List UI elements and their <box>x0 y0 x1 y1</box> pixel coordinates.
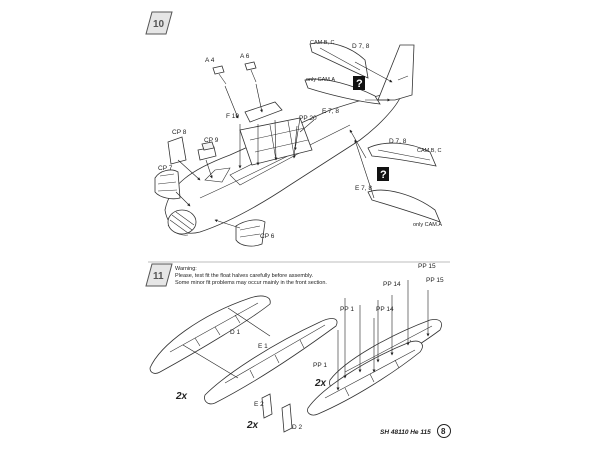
label-cp9: CP 9 <box>204 137 219 144</box>
step-10-arrows <box>175 61 393 229</box>
label-pp15-a: PP 15 <box>418 263 436 270</box>
label-e78-right: E 7, 8 <box>355 185 372 192</box>
step-11-arrows <box>182 280 430 391</box>
part-cp7 <box>154 169 181 200</box>
label-a6: A 6 <box>240 53 250 60</box>
elevator-right <box>367 189 441 223</box>
label-cp8: CP 8 <box>172 129 187 136</box>
part-cp9 <box>197 141 217 161</box>
label-cp6: CP 6 <box>260 233 275 240</box>
step-11: 11 Warning: Please, test fit the float h… <box>145 263 444 433</box>
label-only-cam-a-right: only CAM.A <box>413 222 442 228</box>
label-e78-top: E 7, 8 <box>322 108 339 115</box>
label-d78-right: D 7, 8 <box>389 138 407 145</box>
stabilizer-top <box>309 42 369 79</box>
label-only-cam-a-top: only CAM.A <box>306 77 335 83</box>
label-2x-left: 2x <box>175 391 188 402</box>
label-a4: A 4 <box>205 57 215 64</box>
part-a6 <box>244 61 257 83</box>
svg-text:?: ? <box>380 169 387 181</box>
part-cp8 <box>167 136 187 165</box>
part-d2 <box>281 403 293 433</box>
step-10: 10 <box>145 11 442 247</box>
float-half-lower-left <box>204 318 338 405</box>
question-mark-top: ? <box>353 76 365 90</box>
label-pp1-a: PP 1 <box>340 306 354 313</box>
float-half-upper-left <box>149 295 271 374</box>
label-cp7: CP 7 <box>158 165 173 172</box>
label-d2: D 2 <box>292 424 303 431</box>
label-d1: D 1 <box>230 329 241 336</box>
label-2x-right: 2x <box>314 378 327 389</box>
warning-line-1: Please, test fit the float halves carefu… <box>175 273 314 279</box>
label-pp20: PP 20 <box>299 115 317 122</box>
label-cam-bc-right: CAM.B, C <box>417 148 441 154</box>
label-cam-bc-top: CAM.B, C <box>310 40 334 46</box>
label-f19: F 19 <box>226 113 239 120</box>
warning-line-2: Some minor fit problems may occur mainly… <box>175 280 327 286</box>
label-pp14-b: PP 14 <box>376 306 394 313</box>
step-11-number: 11 <box>153 271 164 282</box>
label-d78-top: D 7, 8 <box>352 43 370 50</box>
part-a4 <box>212 65 227 85</box>
question-mark-right: ? <box>377 167 389 181</box>
footer: SH 48110 He 115 8 <box>380 424 451 438</box>
label-e1: E 1 <box>258 343 268 350</box>
elevator-top <box>304 78 381 105</box>
warning-text: Warning: Please, test fit the float halv… <box>175 266 327 286</box>
label-2x-bottom: 2x <box>246 420 259 431</box>
label-pp15-b: PP 15 <box>426 277 444 284</box>
part-cp6 <box>235 219 266 247</box>
part-e2 <box>261 393 273 419</box>
fuselage <box>164 91 401 236</box>
label-pp14-a: PP 14 <box>383 281 401 288</box>
label-pp1-b: PP 1 <box>313 362 327 369</box>
step-11-badge: 11 <box>145 263 173 287</box>
step-10-number: 10 <box>153 19 165 30</box>
vertical-fin <box>377 44 415 101</box>
page-number: 8 <box>441 427 446 436</box>
svg-text:?: ? <box>356 78 363 90</box>
warning-title: Warning: <box>175 266 197 272</box>
float-half-lower-right <box>307 340 423 416</box>
kit-reference: SH 48110 He 115 <box>380 429 431 436</box>
label-e2: E 2 <box>254 401 264 408</box>
step-10-badge: 10 <box>145 11 173 35</box>
stabilizer-right <box>367 142 437 167</box>
